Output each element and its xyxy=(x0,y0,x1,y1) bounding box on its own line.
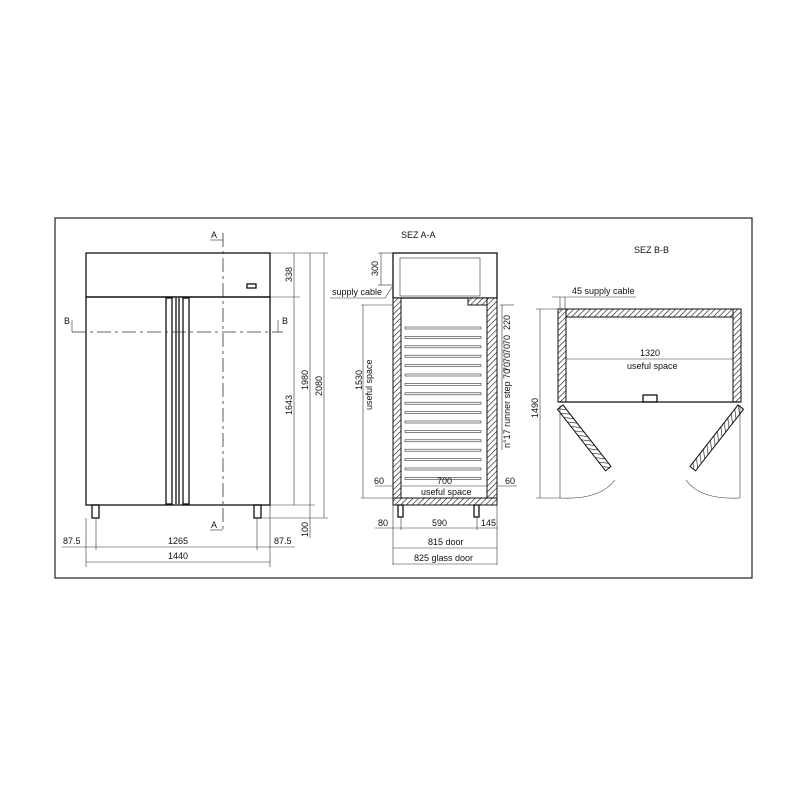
dim-step-2: 70 xyxy=(502,344,512,354)
dim-feet-height: 100 xyxy=(300,522,310,537)
supply-cable-bb-label: 45 supply cable xyxy=(572,286,635,296)
bottom-insulation xyxy=(392,497,498,506)
dim-feet-span-aa: 590 xyxy=(432,518,447,528)
dim-depth-open: 1490 xyxy=(530,398,540,418)
shelf-runner xyxy=(404,439,482,443)
dim-useful-height-label: useful space xyxy=(364,359,374,410)
dim-side-right: 87.5 xyxy=(274,536,292,546)
dim-top-gap: 220 xyxy=(502,315,512,330)
dim-useful-width-label: useful space xyxy=(627,361,678,371)
right-door-open xyxy=(689,404,745,472)
dim-foot-back: 145 xyxy=(481,518,496,528)
cabinet-body xyxy=(85,296,271,506)
dim-useful-depth-label: useful space xyxy=(421,487,472,497)
section-a-top-label: A xyxy=(211,230,217,240)
dim-top-panel: 338 xyxy=(284,267,294,282)
dim-wall-right: 60 xyxy=(505,476,515,486)
dim-feet-span: 1265 xyxy=(168,536,188,546)
dim-body-height: 1980 xyxy=(300,370,310,390)
front-insulation xyxy=(392,297,402,506)
section-a-bottom-label: A xyxy=(211,520,217,530)
shelf-runner xyxy=(404,345,482,349)
dim-step-3: 70 xyxy=(502,353,512,363)
shelf-runner xyxy=(404,430,482,433)
section-b-left-label: B xyxy=(64,316,70,326)
shelf-runner xyxy=(404,392,482,396)
left-door-swing xyxy=(559,479,616,499)
shelf-runner xyxy=(404,401,482,405)
dim-foot-front: 80 xyxy=(378,518,388,528)
shelf-runner xyxy=(404,411,482,414)
left-door-handle xyxy=(165,297,173,505)
right-foot xyxy=(253,504,262,519)
section-bb: SEZ B-B 45 supply cable 1320 useful spac… xyxy=(530,245,745,499)
right-door-handle xyxy=(182,297,190,505)
dim-door-height: 1643 xyxy=(284,395,294,415)
shelf-runner xyxy=(404,373,482,377)
dim-door-depth: 815 door xyxy=(428,537,464,547)
shelf-runner xyxy=(404,420,482,424)
shelves xyxy=(404,326,482,480)
section-bb-title: SEZ B-B xyxy=(634,245,669,255)
shelf-runner xyxy=(404,336,482,339)
dim-useful-depth: 700 xyxy=(437,476,452,486)
dim-useful-width: 1320 xyxy=(640,348,660,358)
control-display xyxy=(246,283,257,289)
section-aa-title: SEZ A-A xyxy=(401,230,436,240)
back-insulation xyxy=(486,297,498,506)
left-foot xyxy=(91,504,100,519)
dim-step-4: 70 xyxy=(502,362,512,372)
drawing-frame xyxy=(54,217,753,579)
dim-glass-door-depth: 825 glass door xyxy=(414,553,473,563)
shelf-runner xyxy=(404,458,482,461)
front-view: A A B B 338 1643 1980 2080 100 87.5 1265… xyxy=(62,230,328,567)
runner-step-label: n°17 runner step 70 xyxy=(502,369,512,448)
shelf-runner xyxy=(404,364,482,367)
shelf-runner xyxy=(404,383,482,386)
shelf-runner xyxy=(404,448,482,452)
dim-side-left: 87.5 xyxy=(63,536,81,546)
supply-cable-label: supply cable xyxy=(332,287,382,297)
left-door-open xyxy=(556,404,612,472)
shelf-runner xyxy=(404,477,482,480)
cabinet-top-panel xyxy=(85,252,271,298)
dim-useful-height: 1530 xyxy=(354,370,364,390)
shelf-runner xyxy=(404,326,482,330)
dim-aa-top-panel: 300 xyxy=(370,261,380,276)
section-aa: SEZ A-A 300 supply cable 1530 useful spa… xyxy=(330,230,517,565)
dim-wall-left: 60 xyxy=(374,476,384,486)
dim-step-1: 70 xyxy=(502,335,512,345)
shelf-runner xyxy=(404,354,482,358)
dim-total-height: 2080 xyxy=(314,376,324,396)
right-door-swing xyxy=(685,479,741,499)
shelf-runner xyxy=(404,467,482,471)
section-b-right-label: B xyxy=(282,316,288,326)
dim-total-width: 1440 xyxy=(168,551,188,561)
